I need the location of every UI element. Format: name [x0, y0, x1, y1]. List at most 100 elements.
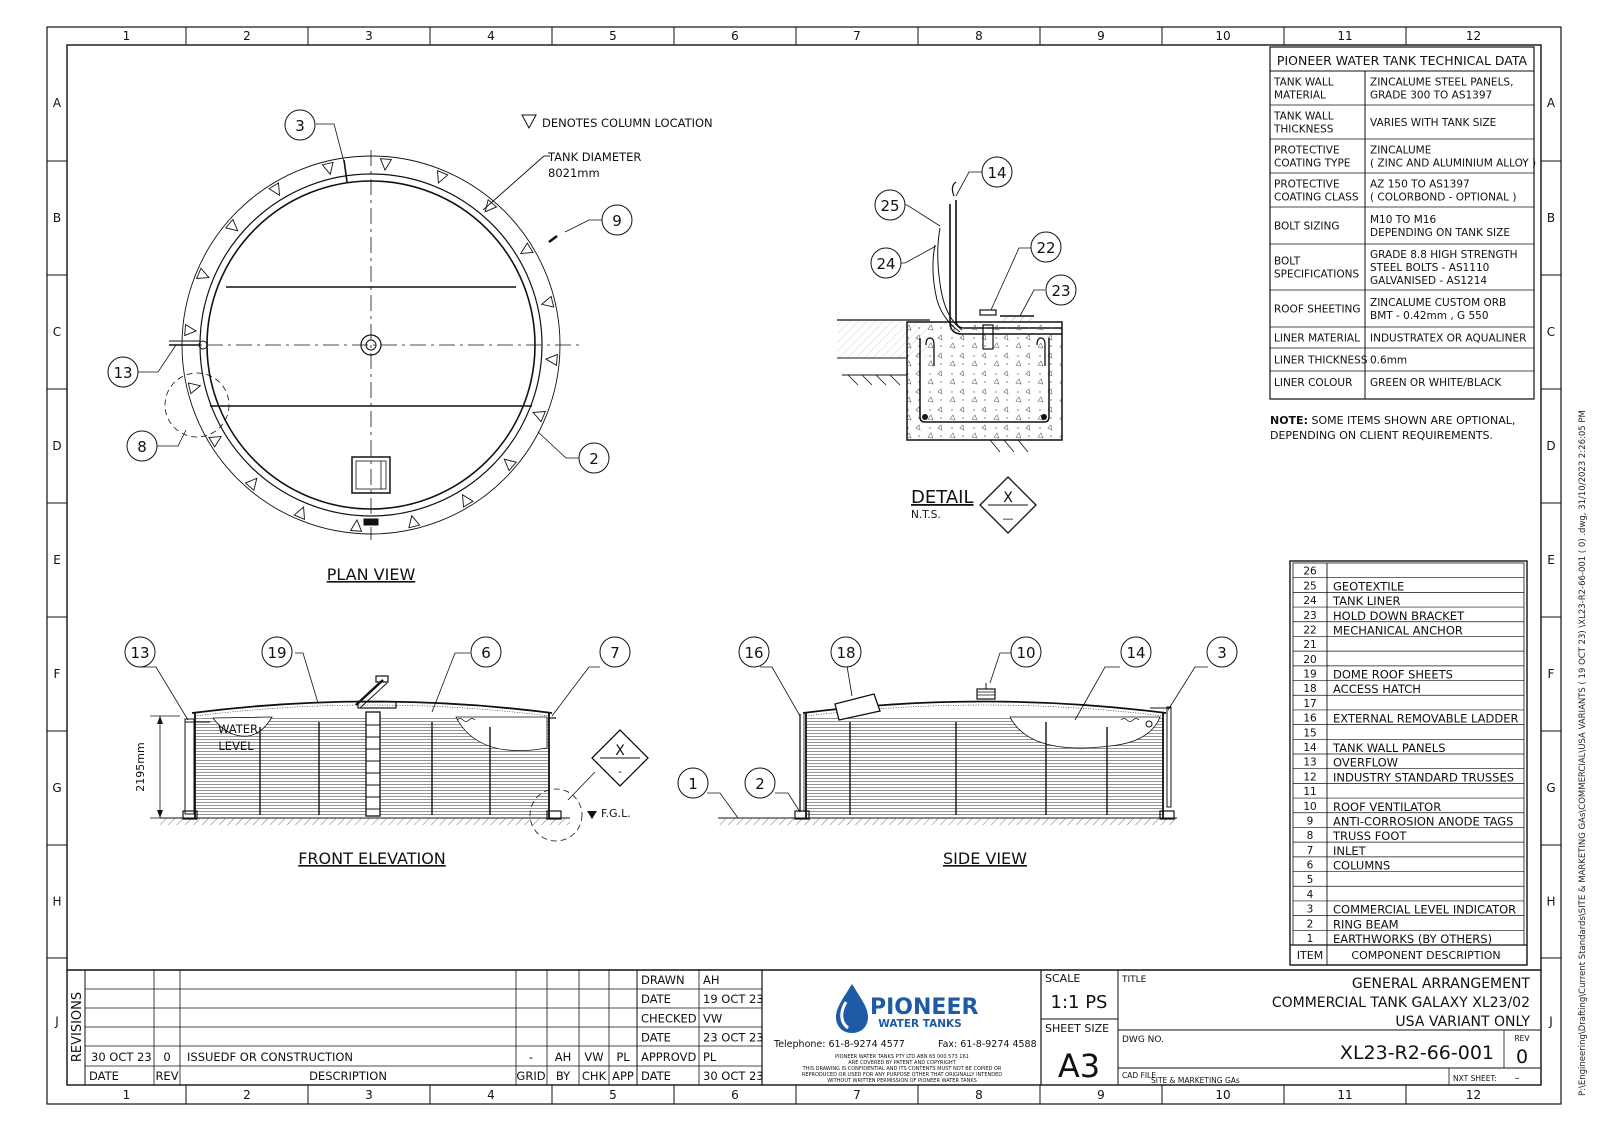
grid-col-label-bottom: 11: [1337, 1088, 1352, 1102]
legend-item-description: COMMERCIAL LEVEL INDICATOR: [1333, 903, 1516, 917]
side-callout-leaders: [707, 652, 1208, 819]
tech-value: AZ 150 TO AS1397: [1370, 179, 1470, 191]
grid-row-label-right: G: [1546, 781, 1555, 795]
legend-item-number: 22: [1303, 624, 1316, 636]
title-block-right: [1041, 970, 1541, 1085]
tech-value: ZINCALUME CUSTOM ORB: [1370, 297, 1506, 309]
detail-callout-leaders: [890, 171, 1045, 317]
plan-diameter-note: TANK DIAMETER 8021mm: [482, 150, 641, 211]
column-location-marker: [244, 477, 258, 492]
callout-front-19: 19: [261, 636, 293, 668]
svg-text:16: 16: [744, 644, 763, 662]
tech-value: GRADE 300 TO AS1397: [1370, 90, 1492, 102]
approval-value: 23 OCT 23: [703, 1031, 764, 1045]
legend-item-number: 3: [1307, 904, 1314, 916]
company-fine-print: REPRODUCED OR USED FOR ANY PURPOSE OTHER…: [802, 1072, 1002, 1078]
svg-text:0: 0: [163, 1050, 170, 1064]
company-name: PIONEER: [870, 995, 978, 1020]
svg-text:F.G.L.: F.G.L.: [601, 807, 631, 820]
column-location-marker: [461, 493, 474, 508]
svg-text:13: 13: [113, 364, 132, 382]
callout-front-13: 13: [124, 636, 156, 668]
company-fine-print: ARE COVERED BY PATENT AND COPYRIGHT: [848, 1060, 956, 1066]
grid-col-label-top: 7: [853, 29, 861, 43]
callout-detail-23: 23: [1045, 274, 1077, 306]
front-detail-marker: X -: [567, 729, 649, 801]
legend-item-description: ACCESS HATCH: [1333, 682, 1421, 696]
grid-row-label-right: D: [1546, 439, 1555, 453]
svg-text:6: 6: [481, 644, 491, 662]
tech-value: ( COLORBOND - OPTIONAL ): [1370, 192, 1516, 204]
svg-text:—: —: [1003, 512, 1014, 525]
svg-text:BY: BY: [556, 1069, 571, 1083]
approval-value: VW: [703, 1011, 722, 1025]
svg-text:13: 13: [130, 644, 149, 662]
approval-key: CHECKED: [641, 1011, 697, 1025]
callout-side-14: 14: [1120, 636, 1152, 668]
grid-col-label-top: 9: [1097, 29, 1105, 43]
legend-item-number: 21: [1303, 639, 1316, 651]
front-water-level-2: LEVEL: [218, 739, 254, 753]
plan-view: [164, 150, 580, 540]
grid-row-label-left: J: [54, 1015, 59, 1029]
svg-text:ISSUEDF OR CONSTRUCTION: ISSUEDF OR CONSTRUCTION: [187, 1050, 353, 1064]
detail-marker: X —: [979, 476, 1037, 534]
tech-key: TANK WALL: [1273, 77, 1334, 89]
column-location-marker: [544, 353, 558, 367]
tech-value: GREEN OR WHITE/BLACK: [1370, 377, 1502, 389]
legend-item-number: 19: [1303, 669, 1316, 681]
grid-col-label-bottom: 12: [1466, 1088, 1481, 1102]
grid-col-label-top: 10: [1215, 29, 1230, 43]
callout-side-2: 2: [744, 767, 776, 799]
cad-file-label: CAD FILE: [1122, 1071, 1156, 1080]
front-elevation: [150, 675, 583, 842]
approval-value: 19 OCT 23: [703, 992, 764, 1006]
svg-text:2: 2: [755, 775, 765, 793]
grid-row-label-right: H: [1546, 895, 1555, 909]
legend-item-description: ANTI-CORROSION ANODE TAGS: [1333, 814, 1513, 828]
svg-text:3: 3: [295, 117, 305, 135]
svg-text:14: 14: [987, 164, 1006, 182]
diameter-label: TANK DIAMETER: [547, 150, 641, 164]
tech-key: SPECIFICATIONS: [1274, 269, 1360, 281]
column-location-marker: [195, 267, 210, 279]
callout-plan-9: 9: [601, 204, 633, 236]
callout-detail-24: 24: [870, 247, 902, 279]
legend-item-number: 1: [1307, 933, 1314, 945]
legend-item-description: EXTERNAL REMOVABLE LADDER: [1333, 712, 1519, 726]
column-location-marker: [408, 514, 421, 529]
approvals-block: [637, 970, 763, 1085]
approval-key: DATE: [641, 992, 671, 1006]
approval-key: DRAWN: [641, 973, 685, 987]
tech-key: COATING TYPE: [1274, 158, 1350, 170]
legend-item-number: 17: [1303, 698, 1316, 710]
legend-item-description: HOLD DOWN BRACKET: [1333, 609, 1465, 623]
svg-text:-: -: [529, 1050, 533, 1064]
front-height-dimension: 2195mm: [134, 742, 147, 791]
title-line-3: USA VARIANT ONLY: [1395, 1014, 1530, 1030]
front-water-level-1: WATER: [218, 722, 258, 736]
legend-header-description: COMPONENT DESCRIPTION: [1351, 949, 1500, 962]
next-sheet-label: NXT SHEET:: [1453, 1074, 1497, 1083]
svg-text:DATE: DATE: [89, 1069, 119, 1083]
svg-text:AH: AH: [555, 1050, 572, 1064]
tech-value: INDUSTRATEX OR AQUALINER: [1370, 333, 1526, 345]
tech-value: GALVANISED - AS1214: [1370, 275, 1487, 287]
legend-item-number: 2: [1307, 918, 1314, 930]
svg-text:25: 25: [880, 197, 899, 215]
note-line-2: DEPENDING ON CLIENT REQUIREMENTS.: [1270, 429, 1493, 442]
file-path-annotation: P:\Engineering\Drafting\Current Standard…: [1578, 410, 1588, 1096]
legend-item-description: DOME ROOF SHEETS: [1333, 668, 1453, 682]
column-note-text: DENOTES COLUMN LOCATION: [542, 116, 713, 130]
tech-value: ZINCALUME STEEL PANELS,: [1370, 77, 1513, 89]
detail-x-view: [837, 181, 1063, 453]
tech-value: 0.6mm: [1370, 355, 1407, 367]
grid-col-label-bottom: 4: [487, 1088, 495, 1102]
revision-row: 30 OCT 23 0 ISSUEDF OR CONSTRUCTION - AH…: [91, 1050, 630, 1064]
callout-side-16: 16: [738, 636, 770, 668]
grid-row-label-left: E: [53, 553, 61, 567]
svg-text:X: X: [1003, 490, 1013, 506]
revisions-label: REVISIONS: [70, 992, 85, 1062]
